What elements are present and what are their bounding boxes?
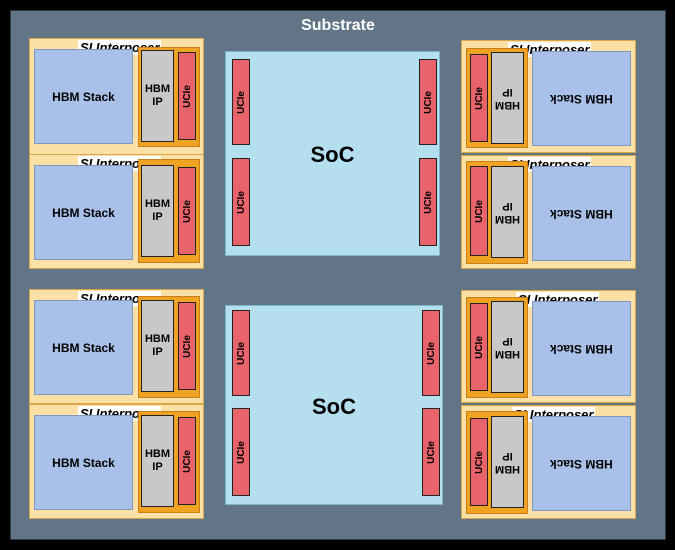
soc-bottom: SoC UCIe UCIe UCIe UCIe	[225, 305, 443, 505]
hbm-stack: HBM Stack	[532, 416, 631, 511]
hbm-stack: HBM Stack	[34, 415, 133, 510]
ucie-link: UCIe	[422, 310, 440, 396]
ucie-link: UCIe	[470, 54, 488, 142]
soc-top: SoC UCIe UCIe UCIe UCIe	[225, 51, 440, 256]
ucie-link: UCIe	[178, 52, 196, 140]
ucie-link: UCIe	[470, 166, 488, 256]
hbm-stack: HBM Stack	[532, 166, 631, 261]
hbm-stack: HBM Stack	[532, 301, 631, 396]
hbm-stack: HBM Stack	[34, 49, 133, 144]
ucie-link: UCIe	[419, 158, 437, 246]
ucie-link: UCIe	[232, 158, 250, 246]
ucie-link: UCIe	[232, 310, 250, 396]
ucie-link: UCIe	[178, 167, 196, 255]
ucie-link: UCIe	[419, 59, 437, 145]
ucie-link: UCIe	[232, 59, 250, 145]
ucie-link: UCIe	[178, 302, 196, 390]
substrate-title: Substrate	[301, 17, 375, 34]
ucie-link: UCIe	[178, 417, 196, 505]
soc-label: SoC	[312, 394, 356, 419]
soc-label: SoC	[310, 142, 355, 167]
hbm-stack: HBM Stack	[34, 300, 133, 395]
ucie-link: UCIe	[232, 408, 250, 496]
ucie-link: UCIe	[470, 418, 488, 506]
ucie-link: UCIe	[422, 408, 440, 496]
ucie-link: UCIe	[470, 303, 488, 391]
hbm-stack: HBM Stack	[34, 165, 133, 260]
hbm-stack: HBM Stack	[532, 51, 631, 146]
